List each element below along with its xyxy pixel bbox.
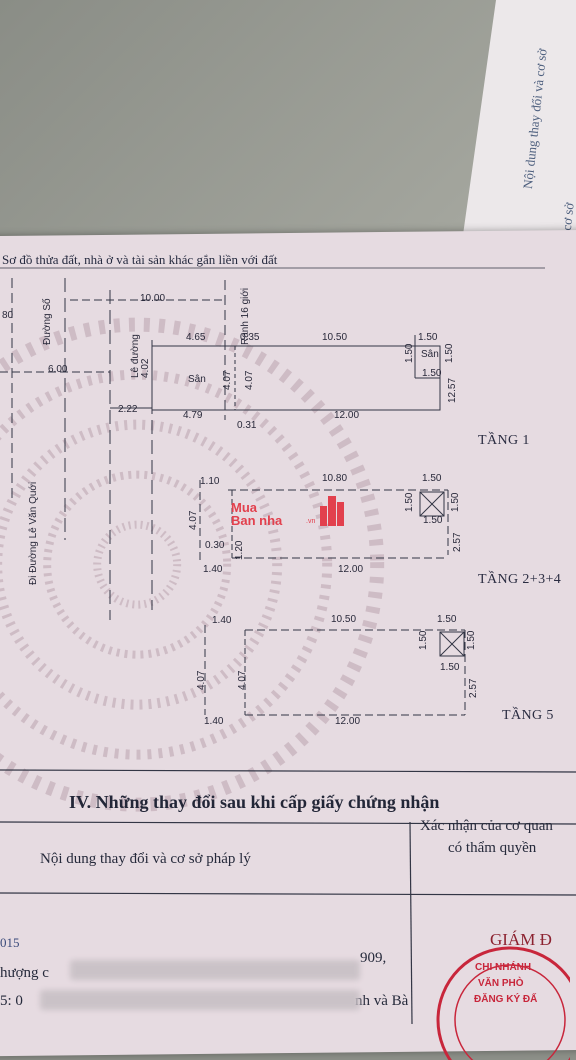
dim-label: 1.50: [404, 343, 415, 363]
bottom-text: 5: 0: [0, 993, 23, 1009]
stamp-text: VĂN PHÒ: [478, 978, 524, 989]
logo-line1: Mua: [231, 500, 257, 515]
dim-label: 1.50: [440, 662, 460, 673]
yard-label: Sân: [421, 349, 439, 360]
section-title: IV. Những thay đổi sau khi cấp giấy chứn…: [69, 792, 440, 812]
dim-label: 0.35: [240, 332, 260, 343]
building-logo-icon: [320, 496, 344, 526]
redacted-text: [70, 960, 360, 980]
stamp-text: ĐĂNG KÝ ĐẤ: [474, 994, 538, 1005]
watermark-logo: Mua Ban nha .vn: [231, 496, 351, 528]
dim-label: 80: [2, 310, 14, 321]
dim-label: 1.50: [418, 332, 438, 343]
dim-label: 0.30: [205, 540, 225, 551]
background-pattern: [0, 317, 385, 812]
dim-label: 2.22: [118, 404, 138, 415]
dim-label: 0.31: [237, 420, 257, 431]
dim-label: 4.07: [244, 370, 255, 390]
column-header-authority: có thẩm quyền: [448, 840, 537, 856]
stamp-text: CHI NHÁNH: [475, 962, 532, 973]
dim-label: 4.07: [188, 510, 199, 530]
site-plan-drawing: [0, 267, 576, 1024]
dim-label: 4.02: [140, 358, 151, 378]
dim-label: 4.79: [183, 410, 203, 421]
dim-label: 4.07: [222, 370, 233, 390]
dim-label: 2.57: [452, 532, 463, 552]
logo-line2: Ban nha: [231, 513, 283, 528]
floor-label-1: TẦNG 1: [478, 433, 530, 448]
dim-label: 12.00: [338, 564, 364, 575]
road-label-a: Đường Số: [42, 298, 53, 345]
column-header-approval: Xác nhận của cơ quan: [420, 818, 553, 834]
dim-label: 1.20: [234, 540, 245, 560]
dim-label: 1.10: [200, 476, 220, 487]
dim-label: 4.07: [237, 670, 248, 690]
yard-label: Sân: [188, 374, 206, 385]
dim-label: 10.50: [322, 332, 348, 343]
floor-label-2: TẦNG 2+3+4: [478, 572, 562, 587]
dim-label: 1.50: [450, 492, 461, 512]
dim-label: 10.80: [322, 473, 348, 484]
redacted-text: [40, 990, 360, 1010]
dim-label: 1.50: [422, 368, 442, 379]
drawing-title: Sơ đồ thửa đất, nhà ở và tài sản khác gắ…: [2, 252, 278, 267]
dim-label: 1.50: [466, 630, 477, 650]
bottom-text: nh và Bà: [355, 993, 409, 1009]
dim-label: 10.00: [140, 293, 166, 304]
dim-label: 1.50: [404, 492, 415, 512]
logo-suffix: .vn: [306, 518, 316, 525]
dim-label: 1.40: [204, 716, 224, 727]
dim-label: 4.65: [186, 332, 206, 343]
dim-label: 6.00: [48, 364, 68, 375]
official-stamp: [436, 946, 570, 1060]
certificate-page: [0, 229, 576, 1057]
dim-label: 1.50: [444, 343, 455, 363]
bottom-text: hượng c: [0, 965, 49, 981]
dim-label: 12.57: [447, 377, 458, 403]
dim-label: 10.50: [331, 614, 357, 625]
bottom-text: 015: [0, 935, 20, 950]
bottom-text: GIÁM Đ: [490, 930, 552, 949]
dim-label: 1.50: [423, 515, 443, 526]
column-header-content: Nội dung thay đổi và cơ sở pháp lý: [40, 851, 251, 867]
dim-label: 1.40: [212, 615, 232, 626]
dim-label: 1.40: [203, 564, 223, 575]
dim-label: 1.50: [437, 614, 457, 625]
road-label-b: Đi Đường Lê Văn Quới: [28, 481, 39, 585]
dim-label: 4.07: [196, 670, 207, 690]
dim-label: 1.50: [418, 630, 429, 650]
bottom-text: 909,: [360, 950, 387, 966]
dim-label: 12.00: [335, 716, 361, 727]
floor-label-3: TẦNG 5: [502, 708, 554, 723]
dim-label: 2.57: [468, 678, 479, 698]
dim-label: 12.00: [334, 410, 360, 421]
dim-label: 1.50: [422, 473, 442, 484]
